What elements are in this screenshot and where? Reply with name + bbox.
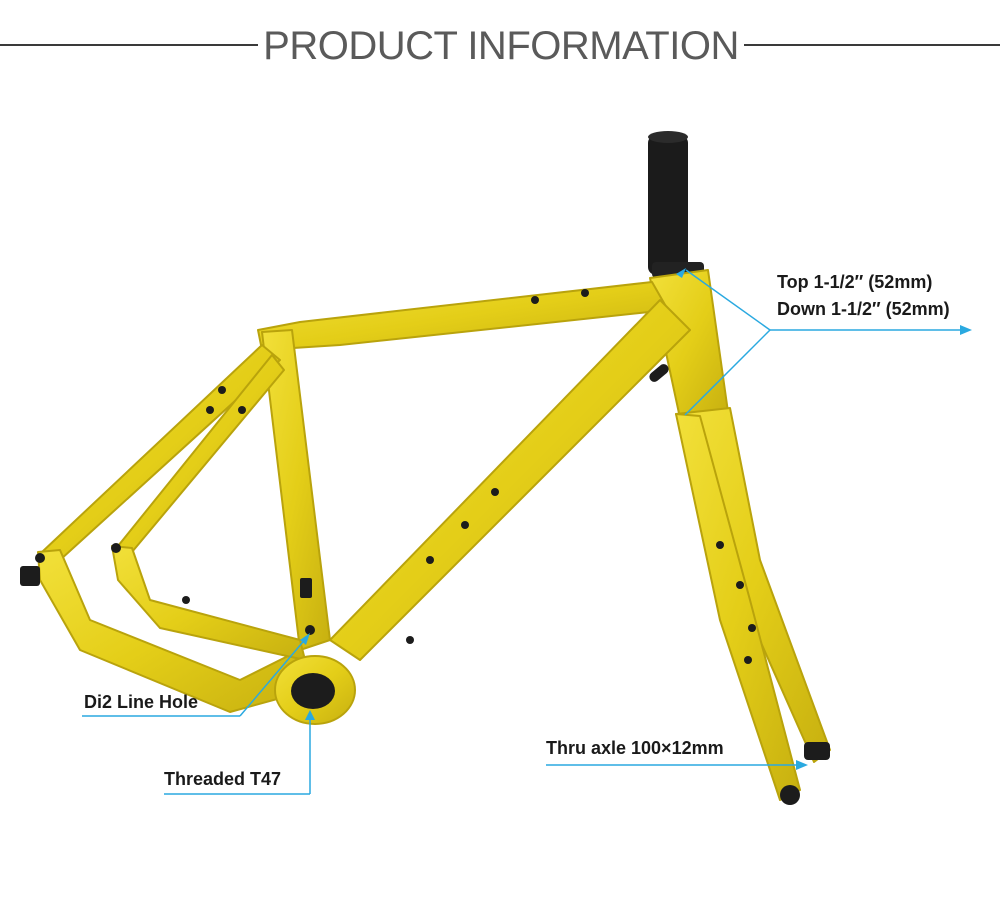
fork-steerer <box>648 131 704 278</box>
headset-arrow-icon <box>960 325 972 335</box>
headset-down-leader <box>684 329 771 416</box>
t47-arrow-icon <box>305 710 315 720</box>
thru-axle-label: Thru axle 100×12mm <box>546 738 724 758</box>
headset-top-label: Top 1-1/2″ (52mm) <box>777 272 933 292</box>
header-divider-left <box>0 44 258 46</box>
thru-axle-arrow-icon <box>796 760 808 770</box>
header-divider-right <box>744 44 1000 46</box>
di2-leader <box>239 635 309 717</box>
frame-bolts <box>20 289 830 805</box>
di2-hole-label: Di2 Line Hole <box>84 692 199 712</box>
headset-top-leader <box>685 269 771 331</box>
bottom-bracket-label: Threaded T47 <box>164 769 282 789</box>
frame-body <box>37 269 831 801</box>
headset-down-label: Down 1-1/2″ (52mm) <box>777 299 950 319</box>
headset-top-arrow-icon <box>676 268 686 278</box>
callout-lines <box>82 269 965 795</box>
di2-arrow-icon <box>300 633 310 645</box>
callout-arrowheads <box>300 268 972 770</box>
page-title: PRODUCT INFORMATION <box>263 24 739 68</box>
